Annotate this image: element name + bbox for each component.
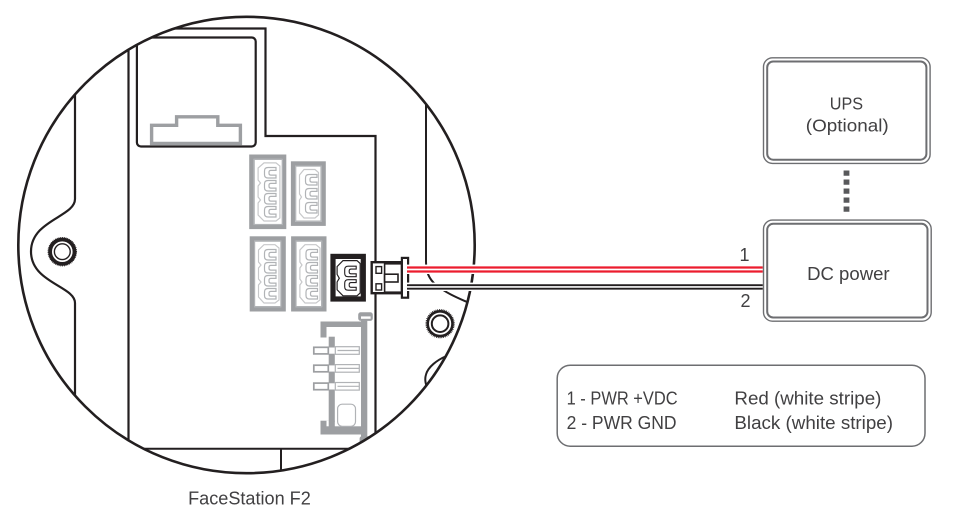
svg-text:Red (white stripe): Red (white stripe) bbox=[734, 389, 881, 409]
svg-text:Black (white stripe): Black (white stripe) bbox=[734, 413, 893, 433]
svg-text:(Optional): (Optional) bbox=[806, 115, 889, 135]
svg-text:UPS: UPS bbox=[830, 94, 863, 114]
svg-text:2 - PWR GND: 2 - PWR GND bbox=[567, 413, 677, 433]
svg-text:2: 2 bbox=[740, 291, 750, 311]
svg-text:FaceStation F2: FaceStation F2 bbox=[188, 489, 311, 509]
svg-text:1 - PWR +VDC: 1 - PWR +VDC bbox=[567, 389, 678, 409]
svg-text:1: 1 bbox=[739, 245, 749, 265]
svg-text:DC power: DC power bbox=[807, 264, 890, 284]
